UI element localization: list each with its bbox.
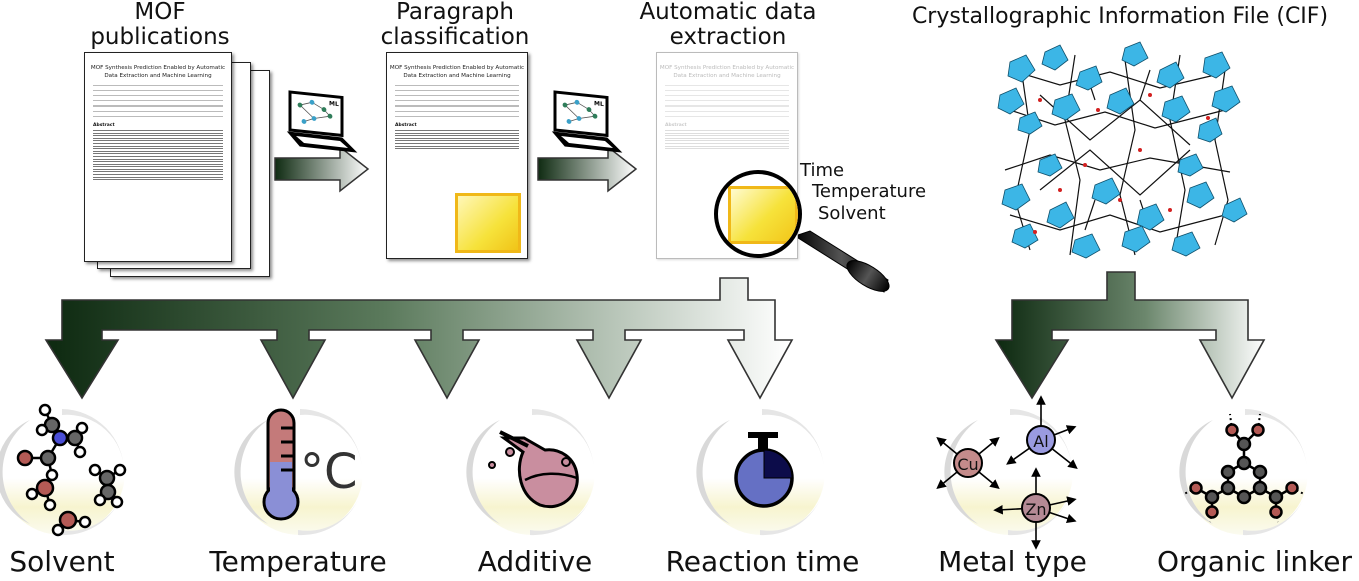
extracted-field-solvent: Solvent — [818, 203, 886, 224]
paper-title: MOF Synthesis Prediction Enabled by Auto… — [389, 65, 525, 79]
paper-classification: MOF Synthesis Prediction Enabled by Auto… — [386, 52, 528, 259]
metal-ions-icon: Cu Al Zn — [936, 395, 1078, 550]
metal-zn-label: Zn — [1025, 500, 1046, 519]
laptop-ml-icon-2: ML — [551, 90, 623, 153]
stage-paragraph-classification: Paragraph classification — [380, 0, 530, 51]
distribution-arrows — [44, 271, 1266, 400]
category-organic-linker: Organic linker — [1156, 545, 1353, 578]
category-metal-type: Metal type — [938, 545, 1087, 578]
organic-linker-icon — [1183, 413, 1305, 523]
stage-automatic-extraction: Automatic data extraction — [639, 0, 817, 51]
flask-icon — [488, 430, 579, 509]
stage-mof-publications: MOF publications — [90, 0, 230, 51]
bubbles — [0, 409, 1308, 536]
magnified-highlight — [728, 186, 798, 244]
magnifier-handle — [793, 230, 890, 293]
laptop-ml-icon: ML — [286, 90, 358, 153]
category-temperature: Temperature — [209, 545, 387, 578]
bubble-solvent — [0, 409, 125, 536]
bubble-organic-linker — [1179, 409, 1308, 536]
arrow-to-extraction — [537, 145, 638, 193]
metal-al-label: Al — [1033, 432, 1048, 451]
category-solvent: Solvent — [9, 545, 115, 578]
metal-cu-label: Cu — [957, 455, 978, 474]
stopwatch-icon — [734, 432, 794, 508]
stage-cif: Crystallographic Information File (CIF) — [911, 4, 1329, 29]
svg-text:ML: ML — [329, 100, 339, 108]
abstract-heading: Abstract — [665, 122, 687, 128]
category-additive: Additive — [477, 545, 593, 578]
paper-title: MOF Synthesis Prediction Enabled by Auto… — [659, 65, 795, 79]
cif-crystal-structure — [997, 41, 1248, 259]
celsius-unit: °C — [300, 444, 358, 500]
highlighted-paragraph — [455, 193, 521, 253]
thermometer-icon — [262, 408, 300, 521]
magnifier-lens — [714, 170, 802, 258]
svg-text:ML: ML — [594, 100, 604, 108]
paper-mof-publication: MOF Synthesis Prediction Enabled by Auto… — [84, 52, 232, 262]
arrow-to-classification — [274, 145, 370, 193]
extracted-field-time: Time — [800, 160, 845, 181]
abstract-heading: Abstract — [395, 122, 417, 128]
abstract-heading: Abstract — [93, 122, 115, 128]
category-reaction-time: Reaction time — [665, 545, 860, 578]
solvent-molecules-icon — [16, 403, 127, 537]
paper-title: MOF Synthesis Prediction Enabled by Auto… — [90, 65, 226, 79]
extracted-field-temperature: Temperature — [812, 181, 927, 202]
